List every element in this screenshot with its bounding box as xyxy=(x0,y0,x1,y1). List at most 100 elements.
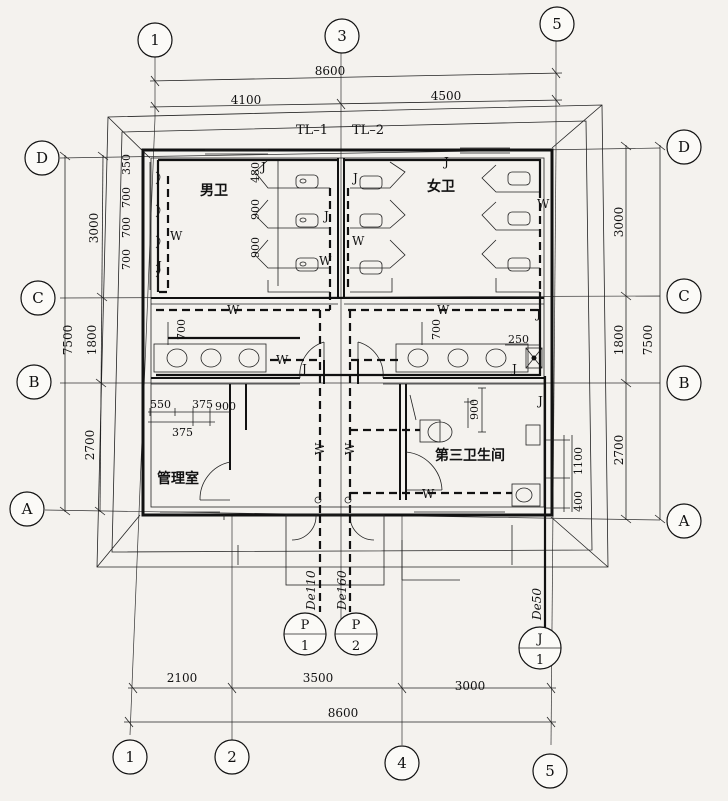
outlet-p2: P 2 xyxy=(334,612,378,656)
dim-left-cb: 1800 xyxy=(85,325,99,356)
bottom-dimensions: 2100 3500 3000 8600 xyxy=(124,671,556,728)
axis-bubble-right-D: D xyxy=(666,129,702,165)
svg-text:1: 1 xyxy=(150,31,160,49)
svg-text:4: 4 xyxy=(397,754,407,772)
dim-mgmt-375b: 375 xyxy=(172,426,193,439)
j-label-men: J xyxy=(259,160,266,174)
doors xyxy=(199,341,443,541)
axis-bubble-right-C: C xyxy=(666,278,702,314)
svg-text:2: 2 xyxy=(352,639,360,654)
pipe-de50: De50 xyxy=(530,588,544,621)
axis-bubble-top-3: 3 xyxy=(324,18,360,54)
svg-text:1: 1 xyxy=(301,639,309,654)
outlet-p1: P 1 xyxy=(283,612,327,656)
dim-stall-900a: 900 xyxy=(249,199,262,220)
w-label-basin: W xyxy=(276,353,289,367)
axis-bubble-top-1: 1 xyxy=(137,22,173,58)
womens-fixtures xyxy=(350,161,540,293)
dim-bottom-seg2: 3500 xyxy=(303,671,334,685)
dim-third-900: 900 xyxy=(468,399,481,420)
dim-urinal-700c: 700 xyxy=(120,249,133,270)
dim-top-right: 4500 xyxy=(431,89,462,103)
svg-text:1: 1 xyxy=(125,748,135,766)
building-walls xyxy=(141,147,554,586)
dim-stall-480: 480 xyxy=(249,162,262,183)
dim-mgmt-900: 900 xyxy=(215,400,236,413)
w-label-riser1: W xyxy=(313,442,327,455)
axis-bubble-right-A: A xyxy=(666,503,702,539)
svg-text:J: J xyxy=(535,632,542,647)
w-label-riser2: W xyxy=(343,442,357,455)
w-label-left: W xyxy=(227,303,240,317)
dim-basin-700-right: 700 xyxy=(430,319,443,340)
dim-left-total: 7500 xyxy=(61,325,75,356)
j-label-basin: J xyxy=(510,362,517,376)
dim-top-total: 8600 xyxy=(315,64,346,78)
pipe-labels: W W W W W W W W W W J J J J J J J J J De… xyxy=(155,155,550,621)
svg-text:B: B xyxy=(678,374,689,392)
outlet-j1: J 1 xyxy=(518,626,562,670)
j-label-c: J xyxy=(534,307,541,321)
j-label-women: J xyxy=(442,155,449,169)
label-tl2: TL–2 xyxy=(352,123,384,138)
axis-bubble-top-5: 5 xyxy=(539,6,575,42)
room-label-mgmt: 管理室 xyxy=(157,470,199,487)
axis-bubble-bottom-2: 2 xyxy=(214,739,250,775)
dim-bottom-seg3: 3000 xyxy=(455,679,486,693)
room-labels: 男卫 女卫 管理室 第三卫生间 TL–1 TL–2 xyxy=(157,123,505,487)
dim-right-cb: 1800 xyxy=(612,325,626,356)
dim-third-1100: 1100 xyxy=(572,447,585,475)
axis-bubble-bottom-4: 4 xyxy=(384,745,420,781)
w-label-women-stall: W xyxy=(352,234,365,248)
svg-text:2: 2 xyxy=(227,748,237,766)
axis-bubble-bottom-5: 5 xyxy=(532,753,568,789)
right-dimensions: 3000 1800 2700 7500 xyxy=(612,141,666,524)
room-label-men: 男卫 xyxy=(200,183,228,199)
j-label-women-stall: J xyxy=(351,171,358,185)
dim-basin-250: 250 xyxy=(508,333,529,346)
axis-bubble-right-B: B xyxy=(666,365,702,401)
washbasins xyxy=(153,343,543,373)
room-label-women: 女卫 xyxy=(427,178,455,195)
w-label-third: W xyxy=(422,487,435,501)
dim-mgmt-550: 550 xyxy=(150,398,171,411)
axis-bubble-left-B: B xyxy=(16,364,52,400)
svg-text:P: P xyxy=(301,618,310,633)
svg-text:3: 3 xyxy=(337,27,347,45)
axis-bubbles: 1 3 5 1 2 4 5 D xyxy=(9,6,702,789)
label-tl1: TL–1 xyxy=(296,123,328,138)
room-label-third: 第三卫生间 xyxy=(435,447,505,464)
dim-urinal-700b: 700 xyxy=(120,217,133,238)
left-dimensions: 7500 3000 1800 2700 xyxy=(59,151,109,516)
j-label-third: J xyxy=(536,394,543,408)
w-label-urinal: W xyxy=(170,229,183,243)
svg-text:B: B xyxy=(28,373,39,391)
dim-urinal-700a: 700 xyxy=(120,187,133,208)
svg-text:P: P xyxy=(352,618,361,633)
mgmt-dim-lines xyxy=(148,160,573,512)
axis-bubble-bottom-1: 1 xyxy=(112,739,148,775)
axis-bubble-left-A: A xyxy=(9,491,45,527)
axis-bubble-left-D: D xyxy=(24,140,60,176)
dim-top-left: 4100 xyxy=(231,93,262,107)
dim-bottom-seg1: 2100 xyxy=(167,671,198,685)
w-label-women-right: W xyxy=(537,197,550,211)
outlet-bubbles: P 1 P 2 J 1 xyxy=(283,612,562,670)
top-dimensions: 8600 4100 4500 xyxy=(149,64,563,113)
svg-text:1: 1 xyxy=(536,653,544,668)
dim-basin-700-left: 700 xyxy=(175,319,188,340)
drainage-pipes xyxy=(156,158,547,630)
dim-bottom-total: 8600 xyxy=(328,706,359,720)
third-bathroom-fixtures xyxy=(409,394,570,512)
svg-text:C: C xyxy=(678,287,689,305)
pipe-de160: De160 xyxy=(335,570,349,611)
svg-text:C: C xyxy=(32,289,43,307)
w-label-right: W xyxy=(437,303,450,317)
roof-outline xyxy=(96,104,609,568)
svg-text:A: A xyxy=(21,500,33,518)
mens-fixtures xyxy=(155,159,330,293)
dim-mgmt-375a: 375 xyxy=(192,398,213,411)
dim-urinal-350: 350 xyxy=(120,154,133,175)
j-label-corridor: J xyxy=(300,362,307,376)
svg-text:D: D xyxy=(678,138,690,156)
